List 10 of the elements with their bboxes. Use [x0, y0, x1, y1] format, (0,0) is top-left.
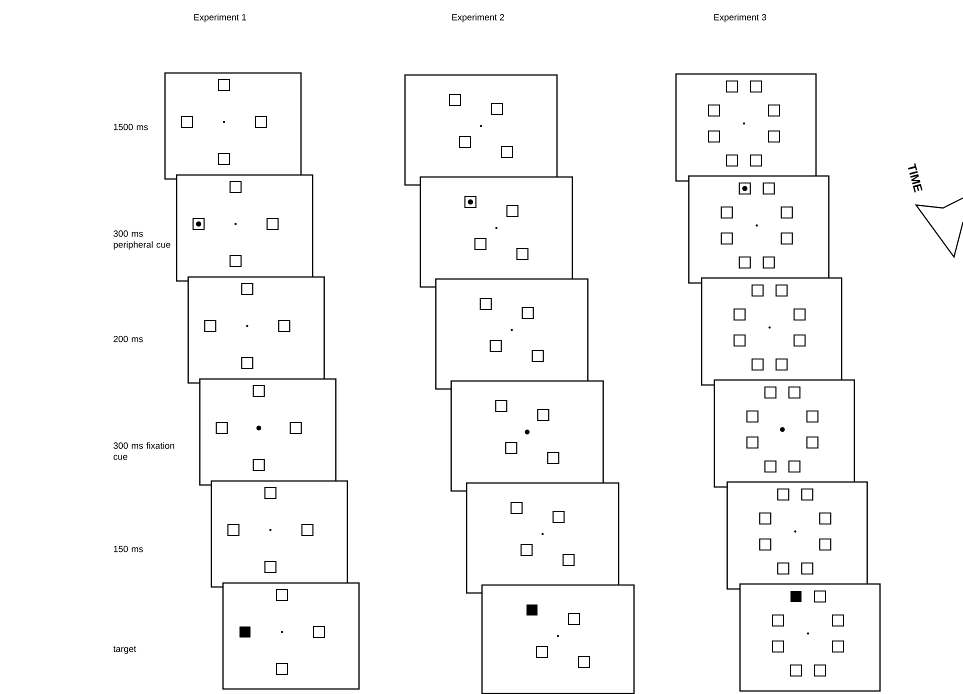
duration-label: 300 ms peripheral cue — [114, 230, 170, 250]
duration-label: 1500 ms — [114, 124, 148, 130]
duration-label: target — [113, 646, 136, 654]
column-heading: Experiment 3 — [714, 14, 766, 22]
column-heading: Experiment 1 — [194, 14, 246, 22]
duration-label: 200 ms — [114, 336, 143, 342]
time-label: TIME — [908, 163, 922, 192]
duration-label: 150 ms — [114, 546, 143, 552]
duration-label: 300 ms fixation cue — [114, 442, 174, 460]
column-heading: Experiment 2 — [452, 14, 504, 22]
